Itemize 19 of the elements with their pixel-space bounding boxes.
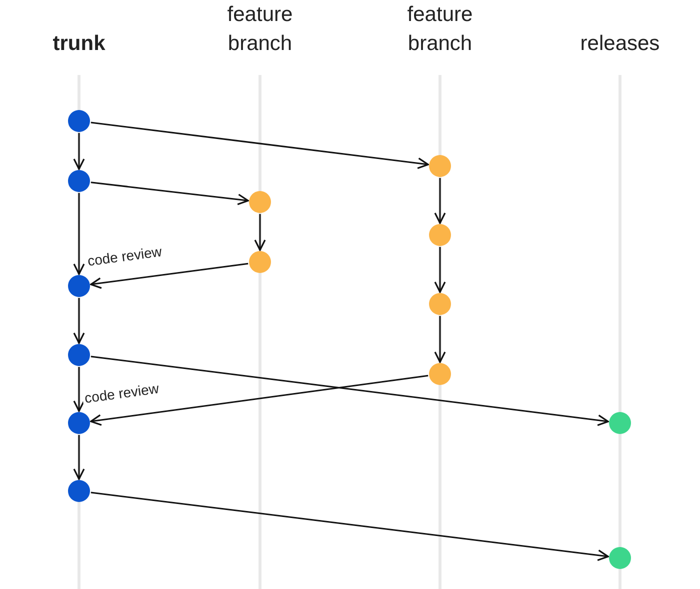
arrow <box>90 182 249 206</box>
arrow <box>434 178 446 224</box>
column-header: trunk <box>52 31 106 57</box>
arrow <box>90 356 609 426</box>
arrow <box>90 122 429 170</box>
column-header: feature branch <box>226 2 294 57</box>
arrow <box>73 367 85 412</box>
arrow <box>254 214 266 251</box>
column-header: feature branch <box>406 2 474 57</box>
arrow <box>434 247 446 293</box>
arrow <box>90 374 428 426</box>
arrow <box>90 262 248 289</box>
column-header: releases <box>579 31 661 57</box>
arrow <box>434 316 446 363</box>
arrow <box>73 435 85 480</box>
arrow <box>73 193 85 275</box>
arrow <box>73 133 85 170</box>
arrow <box>90 492 609 562</box>
arrow <box>73 298 85 344</box>
